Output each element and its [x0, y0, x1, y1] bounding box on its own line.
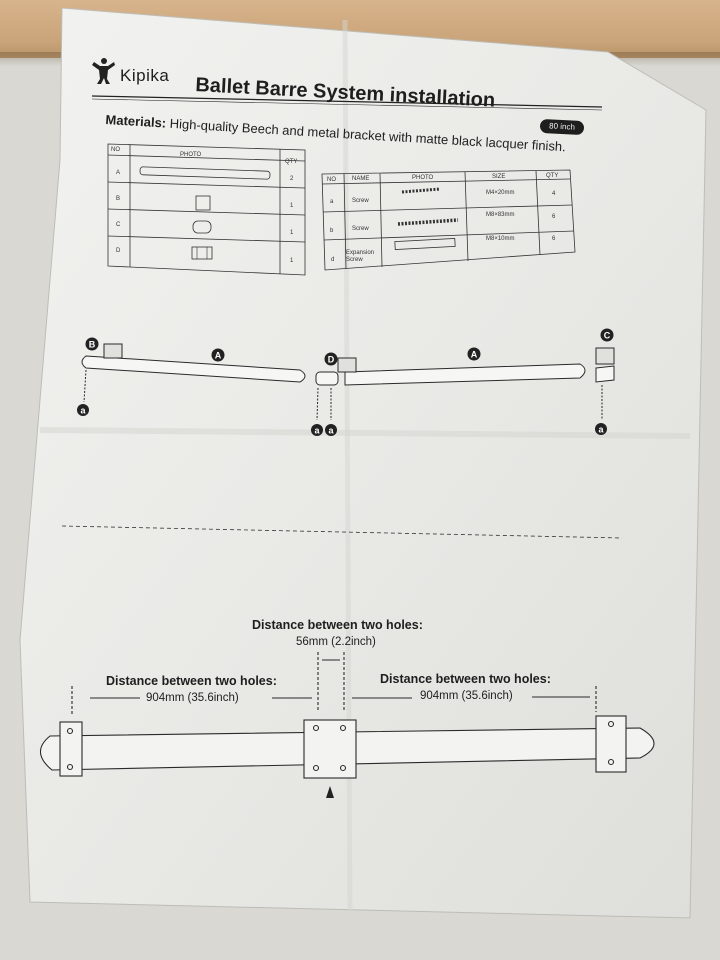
- table-row-size: M4×20mm: [486, 190, 515, 196]
- table-row-no: A: [116, 170, 121, 176]
- svg-text:D: D: [328, 355, 335, 365]
- left-distance-value: 904mm (35.6inch): [146, 692, 239, 704]
- hardware-table: [321, 169, 576, 271]
- table-row-no: b: [330, 228, 334, 234]
- svg-text:A: A: [215, 351, 222, 361]
- table-header-photo: PHOTO: [180, 152, 202, 158]
- screw-label-a: a: [77, 404, 89, 416]
- svg-text:a: a: [598, 425, 604, 435]
- assembly-diagram: [81, 343, 615, 421]
- table-header-qty: QTY: [546, 173, 559, 179]
- table-row-name: Screw: [352, 198, 369, 204]
- table-row-qty: 1: [290, 203, 294, 209]
- screw-label-a: a: [311, 424, 323, 436]
- table-row-qty: 1: [290, 258, 294, 264]
- center-distance-value: 56mm (2.2inch): [296, 636, 376, 648]
- table-header-photo: PHOTO: [412, 175, 434, 181]
- table-row-size: M8×83mm: [486, 212, 515, 218]
- table-header-name: NAME: [352, 176, 370, 182]
- svg-text:a: a: [328, 426, 334, 436]
- kipika-logo-icon: [92, 58, 115, 84]
- brand-name: Kipika: [120, 66, 170, 85]
- marker-c: C: [600, 328, 614, 342]
- table-row-qty: 4: [552, 191, 556, 197]
- table-row-name: Screw: [352, 226, 369, 232]
- screw-label-a: a: [595, 423, 607, 435]
- table-row-no: B: [116, 196, 121, 202]
- table-header-no: NO: [111, 147, 120, 153]
- table-row-qty: 6: [552, 214, 556, 220]
- table-row-no: D: [116, 248, 121, 254]
- screw-label-a: a: [325, 424, 337, 436]
- marker-a: A: [467, 347, 481, 361]
- table-row-size: M8×10mm: [486, 236, 515, 242]
- table-header-size: SIZE: [492, 174, 506, 180]
- table-header-no: NO: [327, 177, 336, 183]
- left-distance-label: Distance between two holes:: [106, 674, 277, 688]
- table-row-name: Expansion Screw: [346, 250, 375, 263]
- svg-text:a: a: [314, 426, 320, 436]
- right-distance-label: Distance between two holes:: [380, 672, 551, 686]
- marker-d: D: [324, 352, 338, 366]
- center-distance-label: Distance between two holes:: [252, 618, 423, 632]
- table-row-qty: 6: [552, 236, 556, 242]
- table-row-qty: 1: [290, 230, 294, 236]
- table-row-no: a: [330, 199, 334, 205]
- table-row-qty: 2: [290, 176, 294, 182]
- svg-text:C: C: [604, 331, 611, 341]
- parts-table: [107, 143, 306, 276]
- svg-text:a: a: [80, 406, 86, 416]
- marker-b: B: [85, 337, 99, 351]
- barre-dimension-diagram: [39, 652, 655, 779]
- right-distance-value: 904mm (35.6inch): [420, 690, 513, 702]
- table-row-no: d: [331, 257, 335, 263]
- marker-a: A: [211, 348, 225, 362]
- table-header-qty: QTY: [285, 159, 298, 165]
- svg-text:A: A: [471, 350, 478, 360]
- section-divider: [61, 525, 623, 539]
- svg-text:B: B: [89, 340, 96, 350]
- table-row-no: C: [116, 222, 121, 228]
